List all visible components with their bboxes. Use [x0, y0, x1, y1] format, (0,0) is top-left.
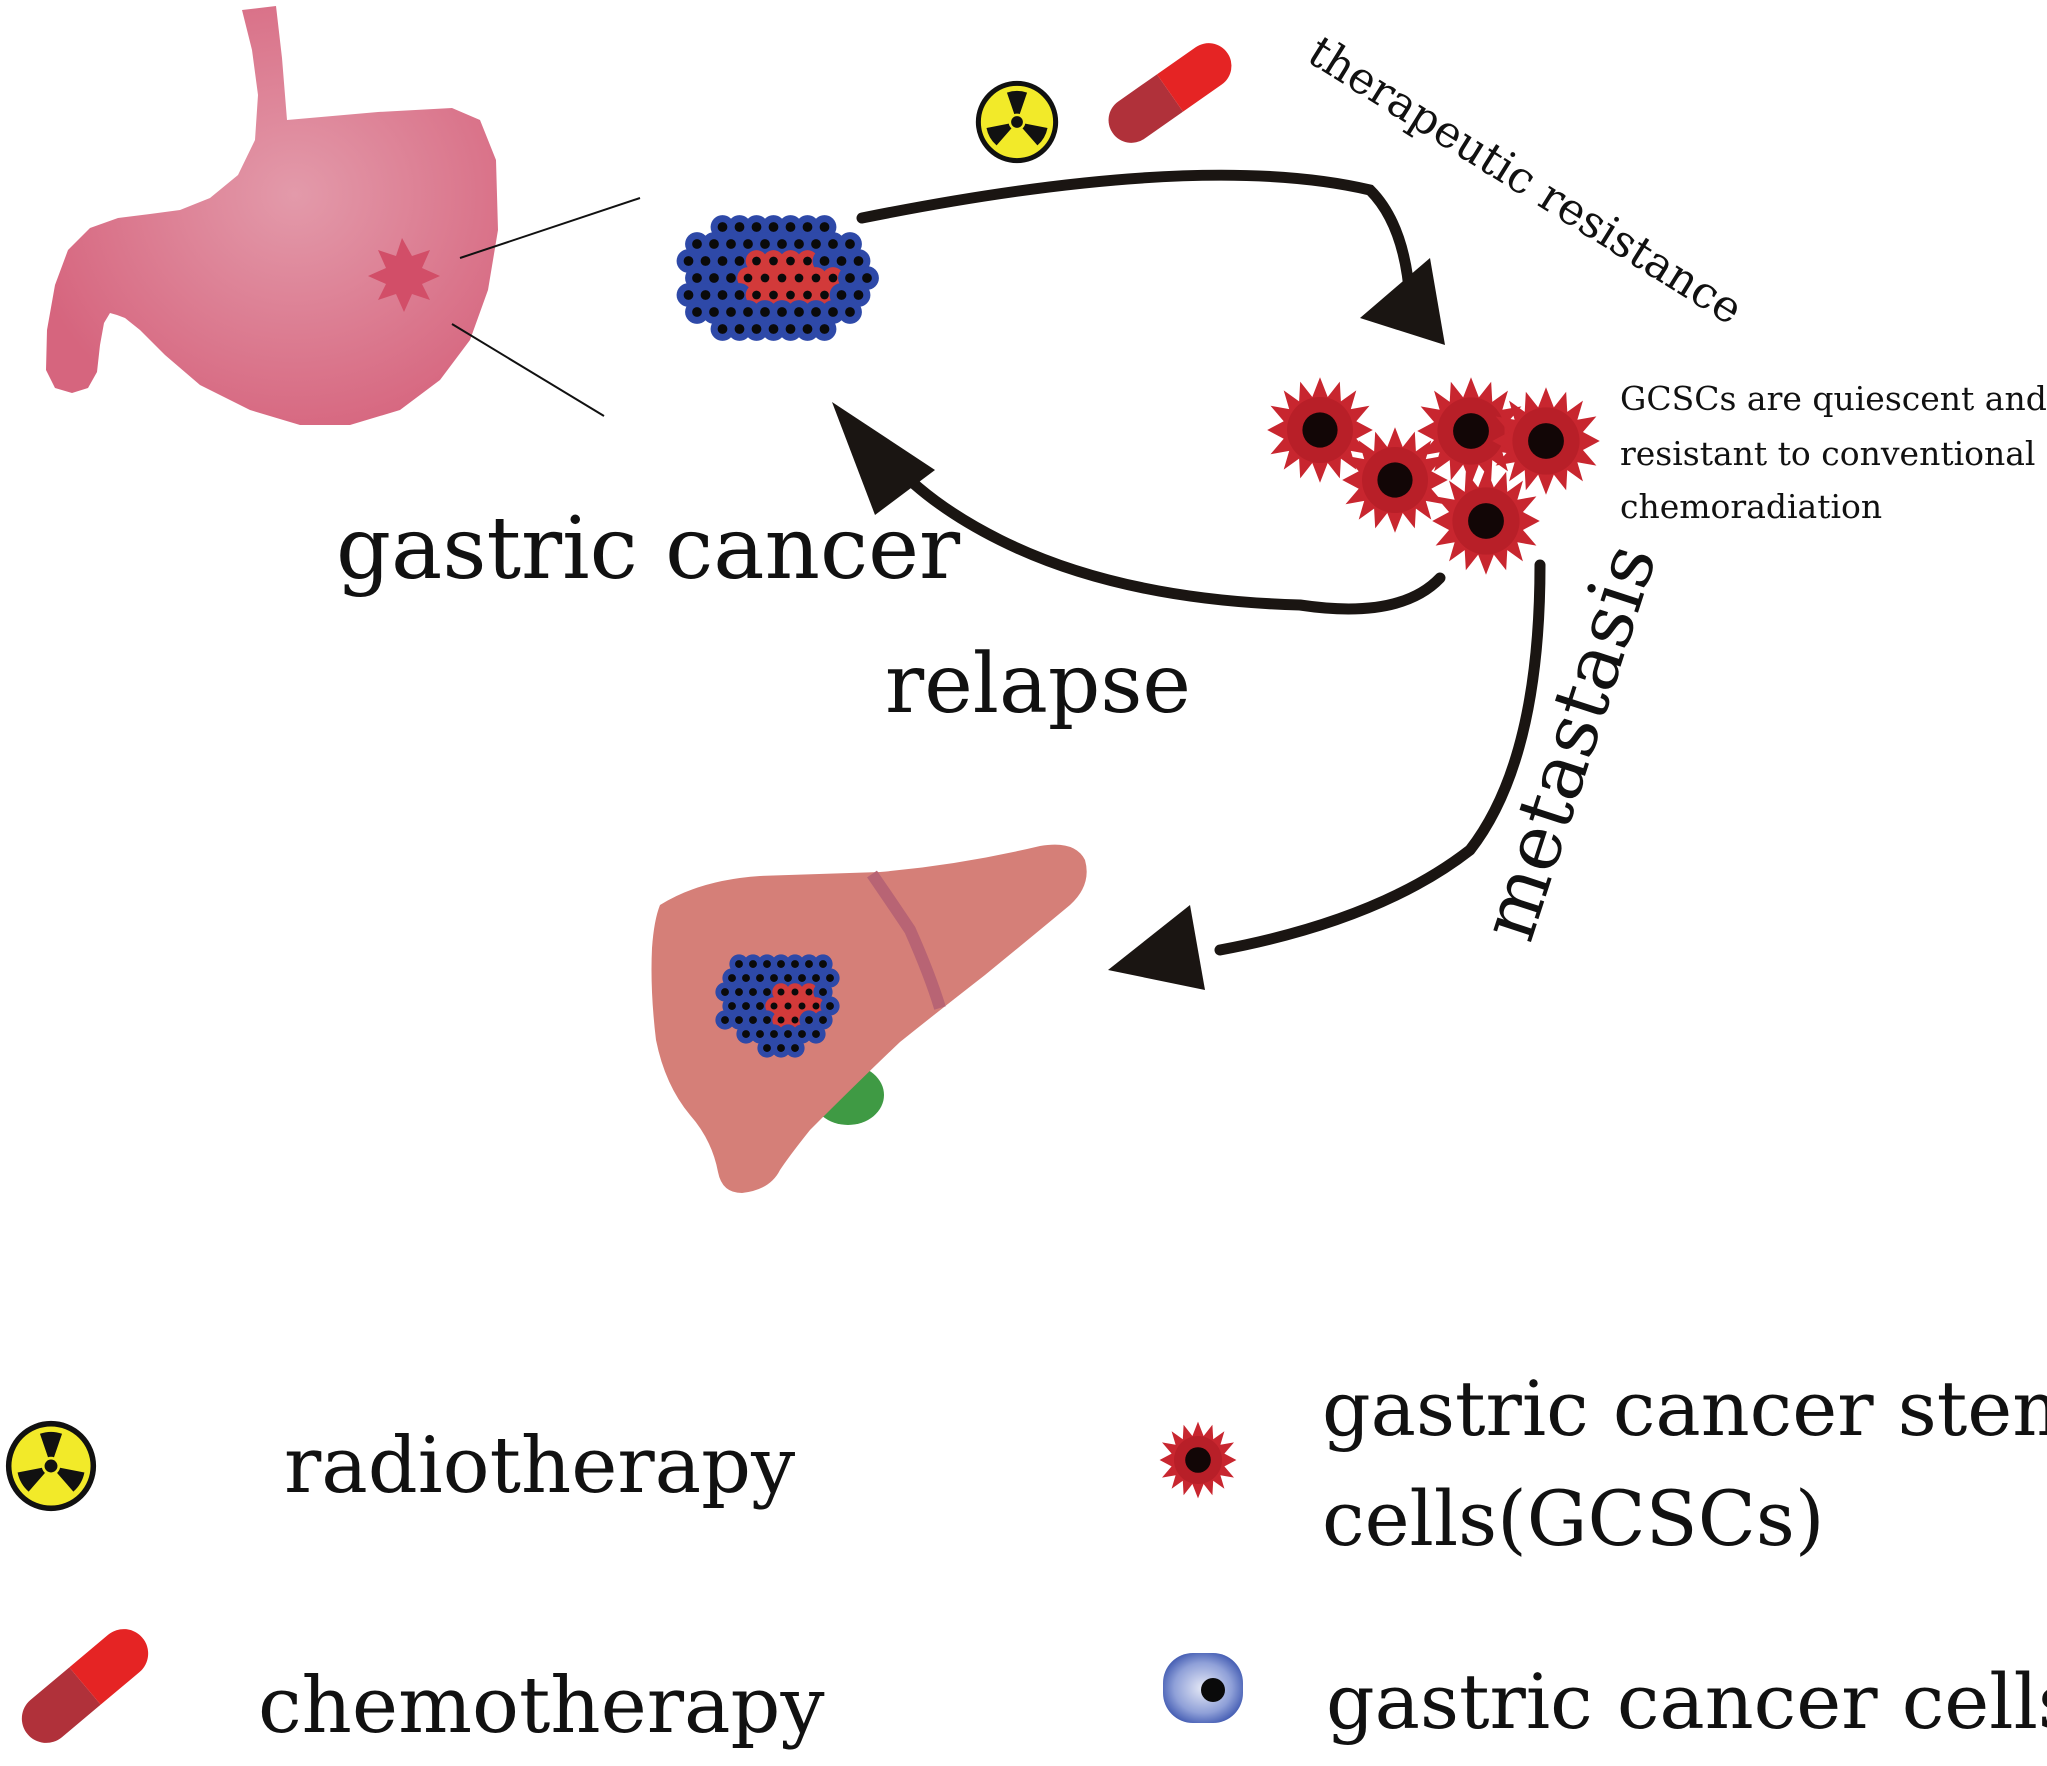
legend-gcsc-line1: gastric cancer stem	[1322, 1364, 2047, 1453]
gcsc-note-line3: chemoradiation	[1620, 487, 1882, 526]
arrow-therapeutic-resistance	[856, 169, 1416, 306]
liver-illustration	[651, 844, 1087, 1193]
legend-chemotherapy: chemotherapy	[258, 1661, 825, 1751]
legend-radiation-icon	[9, 1424, 94, 1509]
pill-icon	[1099, 34, 1241, 152]
gcsc-note-line1: GCSCs are quiescent and	[1620, 379, 2047, 418]
label-relapse: relapse	[885, 637, 1191, 732]
legend: radiotherapy chemotherapy gastric cancer…	[9, 1364, 2047, 1753]
cancer-cell	[838, 300, 862, 324]
legend-radiotherapy: radiotherapy	[284, 1421, 795, 1511]
legend-cancer-cell-icon	[1163, 1653, 1243, 1723]
arrow-relapse	[884, 454, 1446, 615]
tumor-cluster-primary	[676, 215, 879, 341]
label-therapeutic-resistance: therapeutic resistance	[1299, 26, 1751, 335]
legend-cancer-cells: gastric cancer cells	[1326, 1657, 2047, 1746]
arrowheads	[832, 258, 1445, 990]
legend-gcsc-line2: cells(GCSCs)	[1322, 1474, 1825, 1563]
cancer-cell	[812, 317, 837, 341]
cancer-cell	[785, 1038, 805, 1058]
legend-gcsc-icon	[1159, 1421, 1237, 1499]
arrowhead-metastasis	[1108, 905, 1205, 990]
cancer-cell	[806, 1024, 826, 1044]
gcsc-note-line2: resistant to conventional	[1620, 434, 2035, 473]
label-gastric-cancer: gastric cancer	[336, 499, 961, 599]
arrowhead-relapse	[832, 402, 935, 515]
legend-pill-icon	[11, 1619, 159, 1753]
arrowhead-resistance	[1360, 258, 1445, 345]
arrows	[856, 169, 1546, 956]
stomach-illustration	[46, 6, 641, 425]
label-metastasis: metastasis	[1462, 533, 1673, 950]
arrow-metastasis	[1214, 559, 1546, 956]
gcsc-cluster	[1267, 377, 1600, 575]
radiation-icon	[978, 83, 1055, 160]
